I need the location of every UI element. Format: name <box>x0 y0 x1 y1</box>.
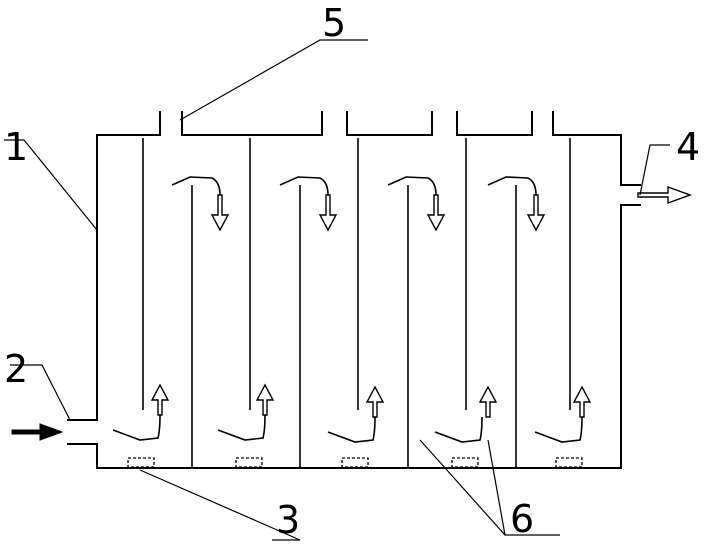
upflow-arrow-5 <box>534 385 592 443</box>
downflow-arrows <box>171 176 546 232</box>
upflow-arrow-1 <box>112 383 170 441</box>
label-outlet: 4 <box>676 125 700 169</box>
downflow-arrow-4 <box>487 176 546 232</box>
leader-lines <box>4 39 670 541</box>
label-baffles: 6 <box>510 497 534 541</box>
label-bottom-caps: 3 <box>276 498 300 542</box>
bottom-caps <box>127 457 583 468</box>
outlet-arrow <box>637 186 693 204</box>
upflow-arrow-4 <box>434 385 498 443</box>
label-top-vents: 5 <box>322 1 346 45</box>
downflow-arrow-3 <box>387 176 446 232</box>
downflow-arrow-1 <box>171 176 230 232</box>
upflow-arrow-2 <box>217 383 275 441</box>
label-vessel: 1 <box>4 125 28 169</box>
upflow-arrows <box>112 383 592 443</box>
upflow-arrow-3 <box>327 385 385 443</box>
inlet-arrow <box>11 423 64 441</box>
downflow-arrow-2 <box>279 176 338 232</box>
vessel-outline <box>67 111 641 469</box>
label-inlet: 2 <box>4 347 28 391</box>
baffles <box>142 138 571 468</box>
